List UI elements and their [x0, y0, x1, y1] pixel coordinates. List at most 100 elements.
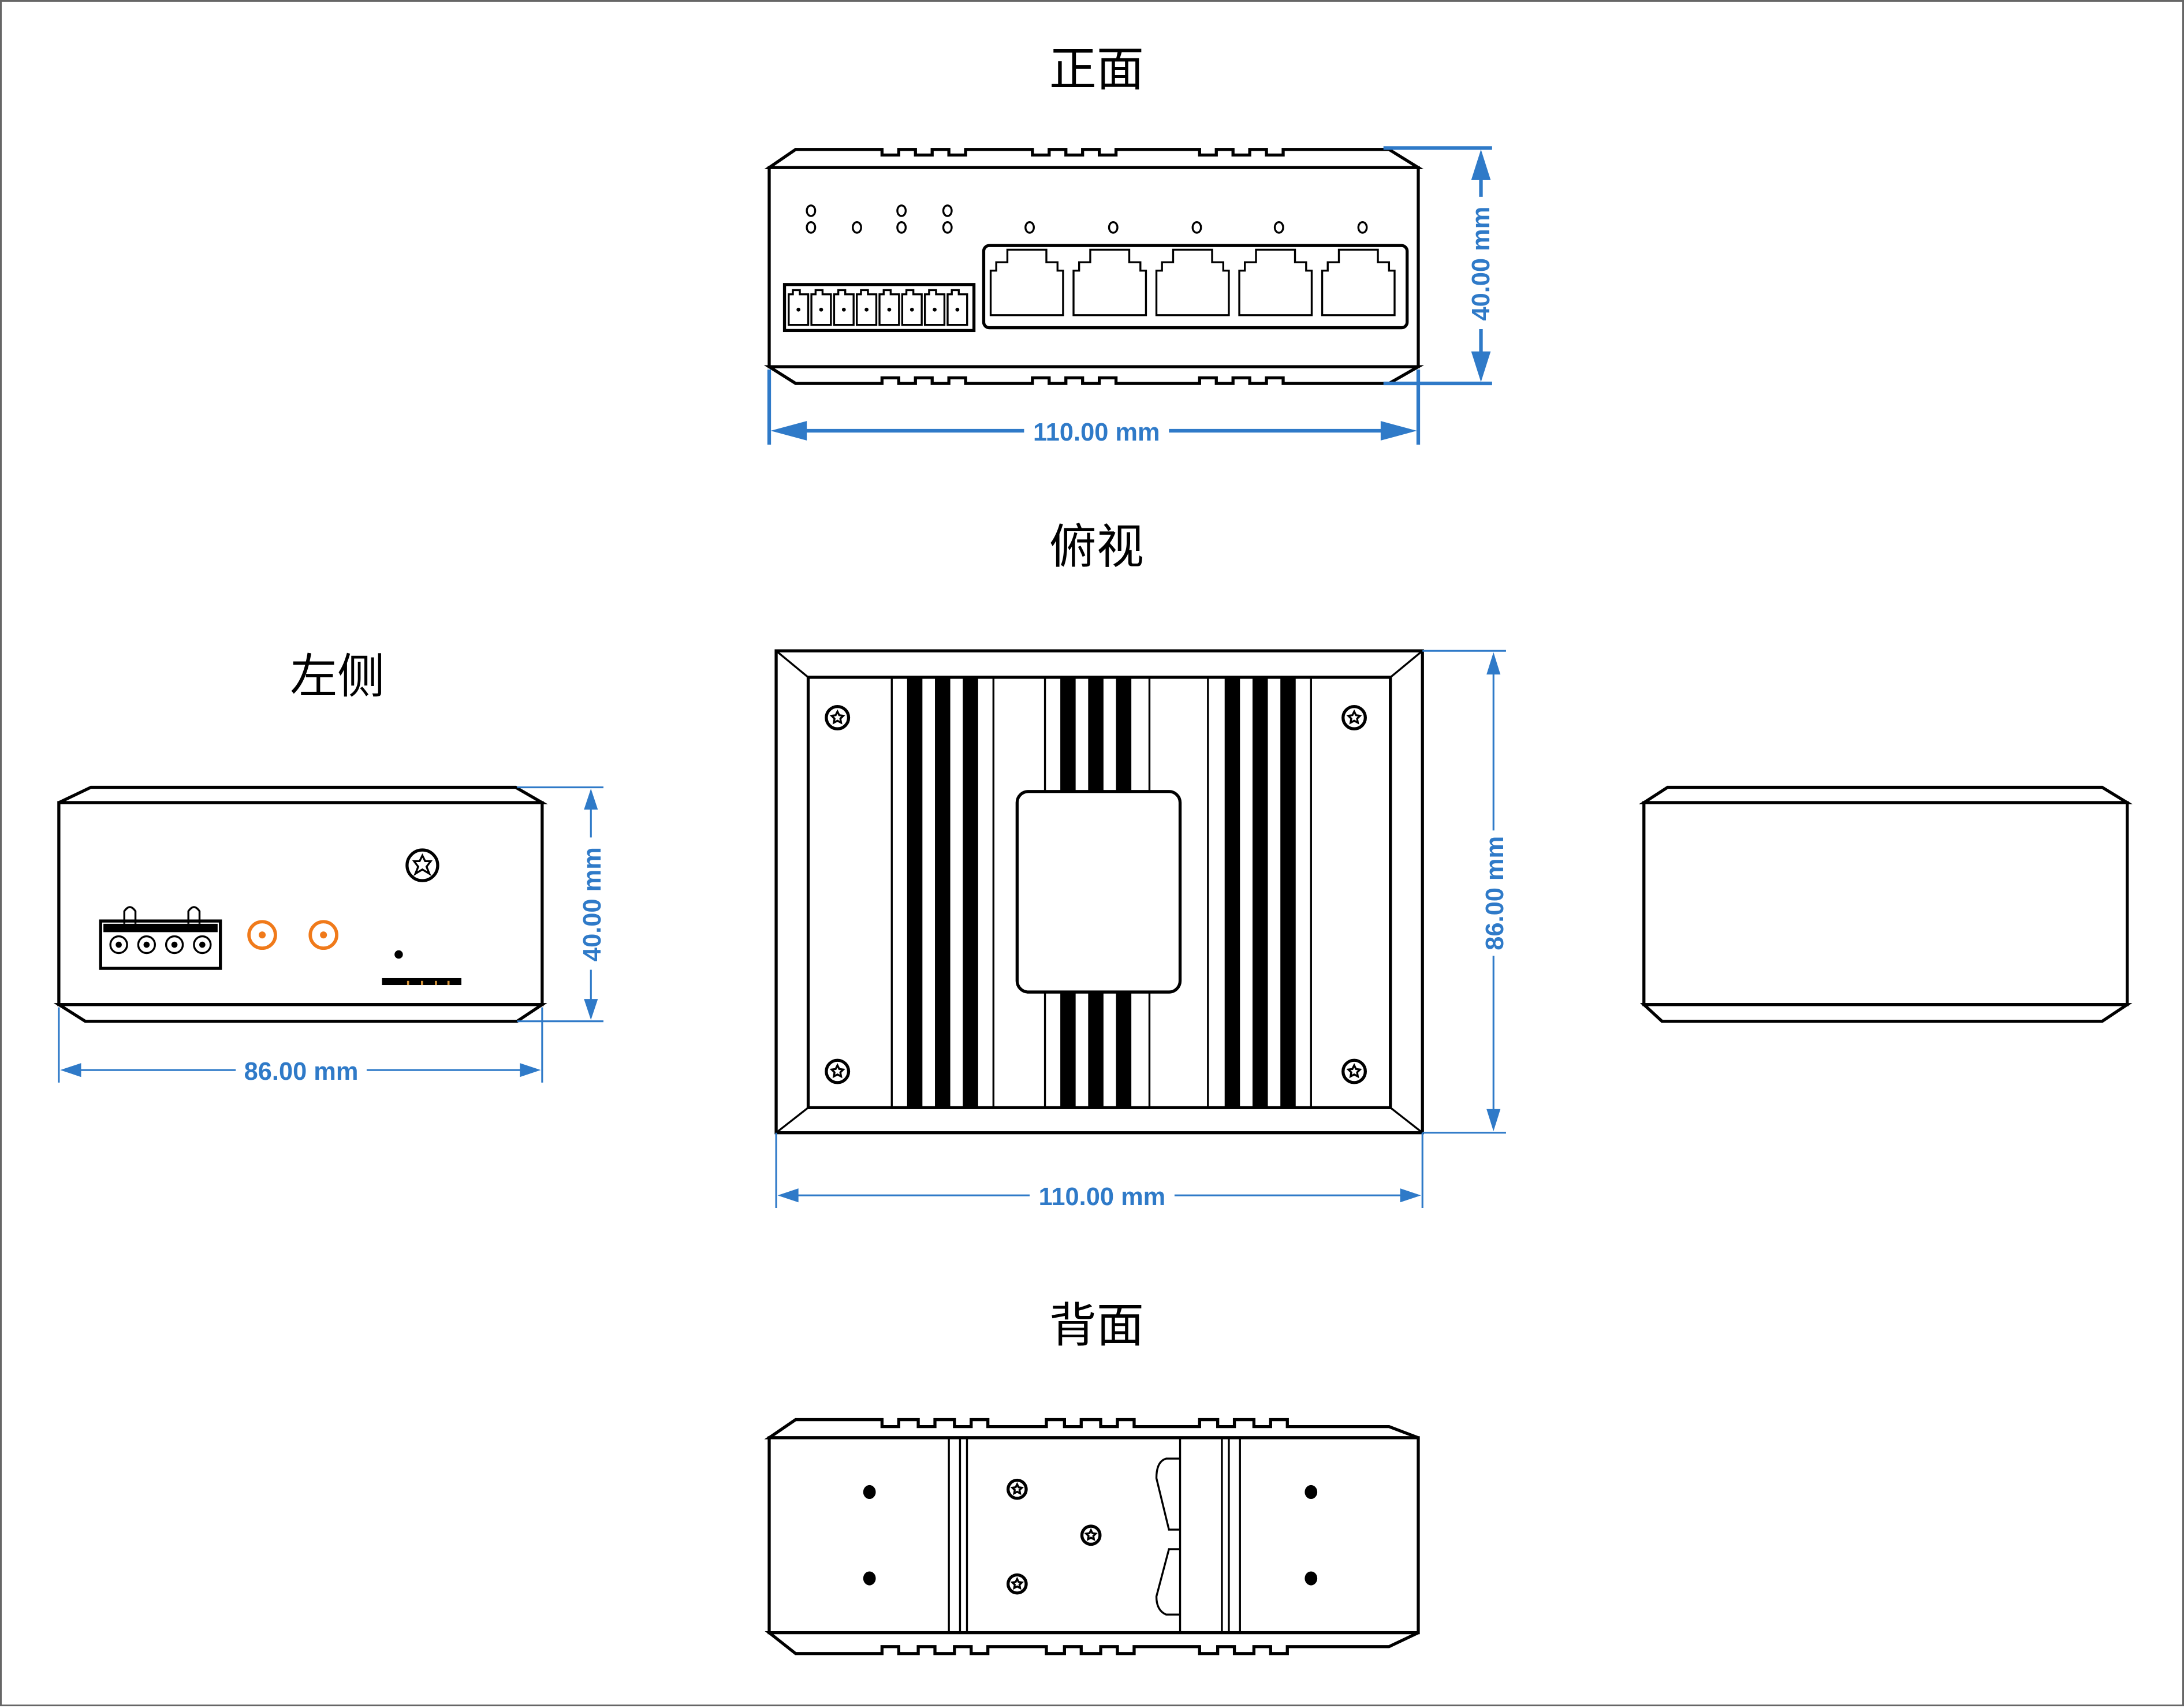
top-width-dimension: 110.00 mm — [775, 1132, 1423, 1211]
left-view — [53, 785, 548, 1023]
terminal-screw-icon — [193, 935, 212, 954]
top-width-label: 110.00 mm — [1039, 1183, 1166, 1211]
terminal-pin — [788, 289, 810, 326]
left-width-label: 86.00 mm — [244, 1058, 359, 1086]
led-icon — [1024, 221, 1035, 234]
terminal-top-bar — [103, 923, 218, 933]
power-terminal-block — [99, 906, 222, 970]
screw-icon — [825, 1058, 851, 1084]
terminal-pin — [810, 289, 832, 326]
heatsink-fins — [890, 676, 1312, 1109]
antenna-connector-1 — [247, 920, 277, 950]
terminal-pin — [833, 289, 855, 326]
left-top-bevel — [58, 785, 548, 804]
front-bottom-bevel — [763, 365, 1424, 385]
mount-hole — [1305, 1485, 1318, 1500]
right-top-bevel — [1638, 785, 2133, 804]
rj45-port-icon — [989, 248, 1064, 316]
led-icon — [1273, 221, 1284, 234]
terminal-pin — [946, 289, 968, 326]
rj45-port-icon — [1155, 248, 1230, 316]
back-view-title: 背面 — [1049, 1298, 1144, 1353]
fin — [1060, 992, 1076, 1108]
back-view — [764, 1418, 1420, 1655]
mount-hole — [1305, 1571, 1318, 1586]
top-center-plate — [1015, 790, 1182, 994]
fin — [1116, 992, 1132, 1108]
left-width-dimension: 86.00 mm — [58, 1007, 543, 1086]
screw-icon — [1007, 1573, 1028, 1595]
front-top-bevel — [764, 148, 1424, 169]
right-face — [1642, 801, 2129, 1006]
led-icon — [1357, 221, 1368, 234]
right-bottom-bevel — [1639, 1003, 2133, 1023]
rj45-port-icon — [1321, 248, 1396, 316]
left-height-label: 40.00 mm — [579, 847, 606, 961]
left-face — [57, 801, 544, 1006]
din-rail-screws — [1007, 1478, 1102, 1595]
terminal-latch — [123, 906, 137, 924]
right-view — [1638, 785, 2133, 1023]
front-width-label: 110.00 mm — [1033, 419, 1160, 446]
front-view-title: 正面 — [1049, 42, 1144, 97]
front-width-dimension: 110.00 mm — [767, 369, 1421, 446]
left-view-title: 左侧 — [290, 650, 385, 704]
led-icon — [942, 204, 953, 217]
front-height-label: 40.00 mm — [1467, 207, 1495, 321]
led-icon — [806, 221, 817, 234]
reset-hole — [394, 950, 403, 959]
led-icon — [896, 221, 907, 234]
fin — [1088, 677, 1104, 792]
screw-icon — [1341, 704, 1367, 730]
led-icon — [942, 221, 953, 234]
fin — [1280, 677, 1296, 1108]
led-icon — [896, 204, 907, 217]
left-bottom-bevel — [53, 1003, 547, 1023]
front-view — [763, 148, 1424, 385]
terminal-screw-icon — [109, 935, 128, 954]
antenna-connector-2 — [308, 920, 338, 950]
terminal-pin — [878, 289, 900, 326]
din-rail-clip — [948, 1437, 1241, 1633]
top-view — [774, 649, 1424, 1135]
sim-contacts — [407, 980, 450, 986]
led-icon — [1108, 221, 1119, 234]
fin — [1060, 677, 1076, 792]
top-depth-dimension: 86.00 mm — [1422, 650, 1509, 1134]
ground-screw-icon — [405, 848, 439, 882]
terminal-pin — [901, 289, 923, 326]
rj45-port-icon — [1238, 248, 1313, 316]
mount-holes — [863, 1485, 1318, 1586]
fin — [1252, 677, 1268, 1108]
left-height-dimension: 40.00 mm — [517, 786, 606, 1023]
fin — [1088, 992, 1104, 1108]
top-view-title: 俯视 — [1049, 520, 1144, 575]
rj45-port-icon — [1072, 248, 1147, 316]
top-depth-label: 86.00 mm — [1481, 836, 1509, 950]
terminal-pin — [923, 289, 946, 326]
front-height-dimension: 40.00 mm — [1383, 146, 1495, 386]
mount-hole — [863, 1571, 876, 1586]
fin — [1224, 677, 1240, 1108]
back-bottom-bevel — [765, 1631, 1419, 1655]
led-icon — [852, 221, 862, 234]
led-indicators — [806, 204, 1368, 234]
terminal-pin — [856, 289, 878, 326]
fin — [963, 677, 978, 1108]
terminal-screw-icon — [165, 935, 184, 954]
screw-icon — [1080, 1524, 1102, 1546]
terminal-block — [782, 283, 976, 333]
screw-icon — [825, 704, 851, 730]
rj45-port-housing — [982, 244, 1409, 330]
back-top-bevel — [764, 1418, 1419, 1440]
mount-hole — [863, 1485, 876, 1500]
terminal-latch — [187, 906, 201, 924]
led-icon — [1191, 221, 1202, 234]
rj45-ports — [989, 248, 1396, 316]
screw-icon — [1341, 1058, 1367, 1084]
fin — [907, 677, 923, 1108]
terminal-screw-icon — [137, 935, 156, 954]
top-screws — [825, 704, 1367, 1084]
